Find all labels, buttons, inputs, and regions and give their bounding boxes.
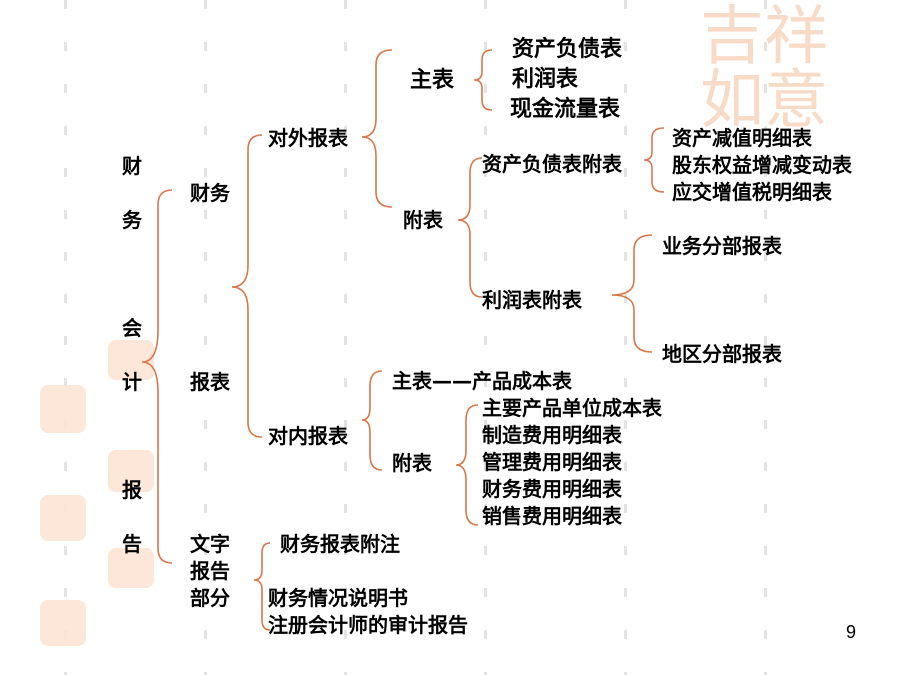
title-char: 计 <box>122 370 142 394</box>
is-appendix-item: 地区分部报表 <box>662 342 782 366</box>
bracket-financial-statements <box>231 134 263 438</box>
bracket-bs-appendix <box>643 127 665 193</box>
text-report-item: 财务报表附注 <box>280 532 400 556</box>
seal-stamp-decoration <box>40 495 86 541</box>
text-report-label-b: 报告 <box>190 559 230 583</box>
seal-stamp-decoration <box>108 548 154 588</box>
internal-appendix-item: 管理费用明细表 <box>482 450 622 474</box>
text-report-label-a: 文字 <box>190 532 230 556</box>
bracket-external <box>361 49 393 208</box>
bracket-internal-appendix <box>455 404 479 526</box>
internal-main-line: 主表——产品成本表 <box>392 369 572 393</box>
bracket-is-appendix <box>611 234 653 353</box>
text-report-item: 注册会计师的审计报告 <box>268 613 468 637</box>
is-appendix-label: 利润表附表 <box>482 288 582 312</box>
title-char: 会 <box>122 316 142 340</box>
title-char: 报 <box>122 478 142 502</box>
bracket-internal <box>361 370 383 471</box>
text-report-label-c: 部分 <box>190 586 230 610</box>
external-main-label: 主表 <box>410 68 455 93</box>
seal-stamp-decoration <box>40 385 86 433</box>
bracket-external-main <box>473 49 493 111</box>
bracket-external-appendix <box>457 157 483 298</box>
is-appendix-item: 业务分部报表 <box>662 234 782 258</box>
internal-appendix-item: 制造费用明细表 <box>482 423 622 447</box>
external-reports-label: 对外报表 <box>268 126 348 150</box>
financial-statements-label-b: 报表 <box>190 370 230 394</box>
seal-stamp-decoration <box>108 340 154 380</box>
page-number: 9 <box>846 622 857 642</box>
bs-appendix-item: 应交增值税明细表 <box>672 180 832 204</box>
title-char: 告 <box>122 532 142 556</box>
bs-appendix-item: 资产减值明细表 <box>672 126 812 150</box>
internal-appendix-item: 财务费用明细表 <box>482 477 622 501</box>
seal-stamp-decoration <box>40 600 86 646</box>
external-main-item: 资产负债表 <box>512 37 623 62</box>
bracket-text-report <box>253 542 271 631</box>
internal-appendix-label: 附表 <box>392 451 432 475</box>
title-char: 财 <box>122 154 142 178</box>
internal-appendix-item: 主要产品单位成本表 <box>482 396 662 420</box>
title-char: 务 <box>122 208 142 232</box>
external-main-item: 利润表 <box>512 67 579 92</box>
internal-reports-label: 对内报表 <box>268 424 348 448</box>
financial-statements-label-a: 财务 <box>190 181 230 205</box>
seal-stamp-large-decoration: 吉祥如意 <box>700 0 828 138</box>
bracket-root <box>141 189 173 564</box>
external-appendix-label: 附表 <box>403 208 443 232</box>
external-main-item: 现金流量表 <box>510 97 621 122</box>
bs-appendix-label: 资产负债表附表 <box>482 152 622 176</box>
text-report-item: 财务情况说明书 <box>268 586 408 610</box>
internal-appendix-item: 销售费用明细表 <box>482 504 622 528</box>
bs-appendix-item: 股东权益增减变动表 <box>672 153 852 177</box>
seal-stamp-decoration <box>108 450 154 492</box>
